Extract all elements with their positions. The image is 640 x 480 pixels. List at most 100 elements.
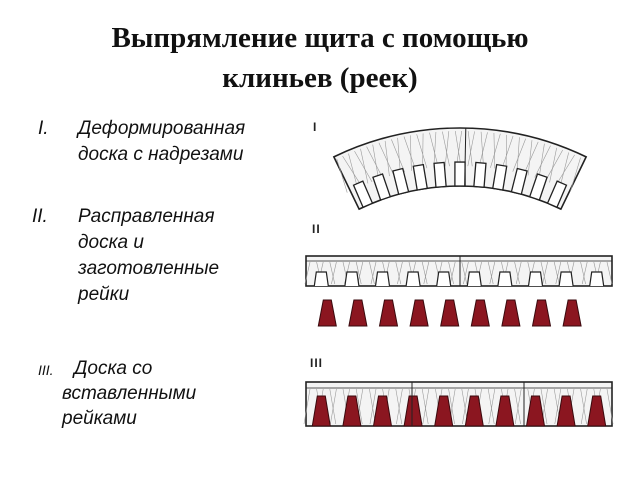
- wood-grain-line: [540, 261, 547, 285]
- item-2-line-3: заготовленные: [78, 258, 220, 279]
- wedge: [562, 299, 582, 327]
- board-notch: [546, 180, 568, 209]
- wood-grain-line: [329, 261, 336, 285]
- wood-grain-line: [555, 154, 575, 186]
- wood-grain-line: [369, 261, 375, 285]
- inserted-wedge: [464, 395, 484, 427]
- wedge: [409, 299, 429, 327]
- wood-grain-line: [554, 388, 562, 425]
- wood-grain-line: [480, 131, 484, 168]
- board-notch: [466, 271, 482, 287]
- wood-grain-line: [448, 261, 454, 285]
- wood-grain-line: [330, 388, 337, 425]
- wood-grain-line: [449, 261, 456, 285]
- wood-grain-line: [369, 388, 377, 425]
- inserted-wedge: [495, 395, 515, 427]
- wedge: [378, 299, 399, 327]
- wood-grain-line: [342, 155, 362, 187]
- board-notch: [405, 271, 421, 287]
- wood-grain-line: [555, 261, 562, 285]
- inserted-wedge: [556, 395, 576, 427]
- inserted-wedge: [342, 395, 362, 427]
- wood-grain-line: [384, 140, 390, 177]
- wood-grain-line: [410, 135, 412, 171]
- item-2-line-1: Расправленная: [78, 206, 215, 227]
- board-notch: [454, 161, 466, 187]
- wood-grain-line: [366, 146, 384, 179]
- wood-grain-line: [444, 131, 450, 167]
- wood-grain-line: [416, 134, 428, 169]
- wood-grain-line: [395, 261, 402, 285]
- item-1-line-1: Деформированная: [78, 118, 246, 139]
- wedge: [348, 299, 368, 327]
- wedge: [470, 299, 490, 327]
- deformed-board-figure: [332, 127, 588, 211]
- wood-grain-line: [461, 261, 468, 285]
- item-2-text: Расправленная доска и заготовленные рейк…: [78, 204, 219, 308]
- item-3-line-2: вставленными: [62, 383, 197, 404]
- wood-grain-line: [489, 261, 496, 285]
- wood-grain-line: [421, 261, 428, 285]
- wood-grain-line: [487, 261, 494, 285]
- board-notch: [412, 163, 428, 191]
- wood-grain-line: [606, 388, 614, 425]
- wood-grain-line: [422, 388, 430, 425]
- wood-grain-line: [514, 388, 522, 425]
- inserted-wedge: [311, 395, 331, 427]
- board-notch: [313, 271, 329, 287]
- inserted-wedge: [434, 395, 454, 427]
- board-notch: [473, 161, 487, 188]
- wood-grain-line: [448, 388, 455, 425]
- wood-grain-line: [542, 261, 548, 285]
- wood-grain-line: [467, 131, 473, 167]
- slide-title-line-1: Выпрямление щита с помощью: [111, 22, 529, 54]
- item-3-line-1: Доска со: [74, 358, 153, 379]
- wedge: [317, 299, 337, 327]
- wood-grain-line: [580, 261, 586, 285]
- wood-grain-line: [396, 388, 403, 425]
- wood-grain-line: [354, 150, 373, 182]
- item-2-line-2: доска и: [78, 232, 144, 253]
- inserted-wedge: [403, 395, 423, 427]
- board-notch: [558, 271, 574, 287]
- wood-grain-line: [463, 261, 469, 285]
- inserted-wedge: [372, 395, 393, 427]
- item-3-line-3: рейками: [62, 408, 137, 429]
- board-notch: [433, 161, 447, 188]
- wood-grain-line: [433, 131, 437, 168]
- figure-label-2: II: [312, 222, 321, 236]
- board-notch: [510, 167, 528, 196]
- wood-grain-line: [523, 141, 539, 175]
- wood-grain-line: [493, 133, 496, 169]
- item-3-text: Доска со вставленными рейками: [62, 356, 196, 431]
- wood-grain-line: [540, 388, 548, 425]
- figure-label-1: I: [313, 120, 318, 134]
- wood-grain-line: [370, 261, 377, 285]
- wood-grain-line: [329, 388, 337, 425]
- wood-grain-line: [429, 132, 439, 168]
- wood-grain-line: [514, 388, 521, 425]
- wedge: [531, 299, 552, 327]
- board-notch: [352, 180, 374, 209]
- wood-grain-line: [397, 137, 401, 174]
- item-1-number: I.: [38, 118, 49, 139]
- board-notch: [589, 271, 605, 287]
- inserted-wedge: [587, 395, 607, 427]
- wood-grain-line: [303, 388, 311, 425]
- wood-grain-line: [581, 261, 588, 285]
- wood-grain-line: [570, 157, 581, 192]
- wood-grain-line: [456, 130, 463, 167]
- board-notch: [372, 173, 392, 201]
- wood-grain-line: [549, 147, 557, 183]
- wood-grain-line: [360, 148, 369, 184]
- wood-grain-line: [527, 140, 533, 176]
- board-notch: [344, 271, 360, 287]
- wood-grain-line: [423, 261, 430, 285]
- wood-grain-line: [545, 149, 563, 182]
- wood-grain-line: [391, 139, 405, 173]
- wood-grain-line: [454, 130, 462, 167]
- wood-grain-line: [538, 143, 545, 179]
- wood-grain-line: [488, 388, 496, 425]
- wood-grain-line: [442, 131, 450, 167]
- wood-grain-line: [580, 388, 587, 425]
